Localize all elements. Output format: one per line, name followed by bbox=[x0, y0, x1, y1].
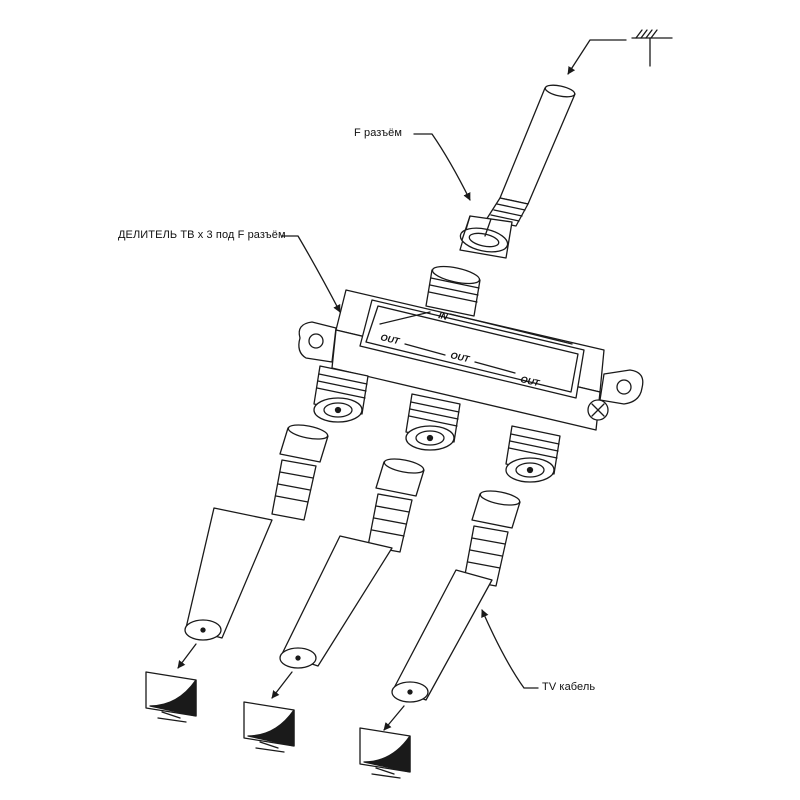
output-cable-1 bbox=[184, 424, 329, 641]
tv-cable-label: TV кабель bbox=[542, 681, 596, 693]
antenna-arrow bbox=[567, 39, 627, 75]
f-connector-label: F разъём bbox=[354, 127, 403, 139]
in-marking: IN bbox=[438, 310, 450, 322]
input-f-connector bbox=[459, 215, 513, 259]
out-port-3 bbox=[505, 425, 561, 483]
tv-icon-2 bbox=[243, 701, 295, 753]
tv-cable-leader bbox=[481, 609, 539, 689]
tv-icon-3 bbox=[359, 727, 411, 779]
out-marking-2: OUT bbox=[450, 350, 472, 364]
out-port-1 bbox=[313, 365, 369, 423]
tv-arrow-2 bbox=[271, 671, 293, 699]
tv-icon-1 bbox=[145, 671, 197, 723]
input-cable bbox=[485, 84, 576, 227]
splitter-leader bbox=[281, 235, 341, 313]
splitter-body bbox=[298, 289, 644, 431]
f-connector-leader bbox=[413, 133, 471, 201]
antenna-icon bbox=[631, 29, 673, 67]
tv-arrow-1 bbox=[177, 643, 197, 669]
output-cable-3 bbox=[391, 490, 521, 703]
in-port bbox=[425, 265, 481, 317]
output-cable-2 bbox=[279, 458, 425, 669]
tv-arrow-3 bbox=[383, 705, 405, 731]
out-marking-1: OUT bbox=[380, 332, 402, 346]
out-port-2 bbox=[405, 393, 461, 451]
out-marking-3: OUT bbox=[520, 374, 542, 388]
splitter-label: ДЕЛИТЕЛЬ ТВ x 3 под F разъём bbox=[118, 229, 286, 241]
